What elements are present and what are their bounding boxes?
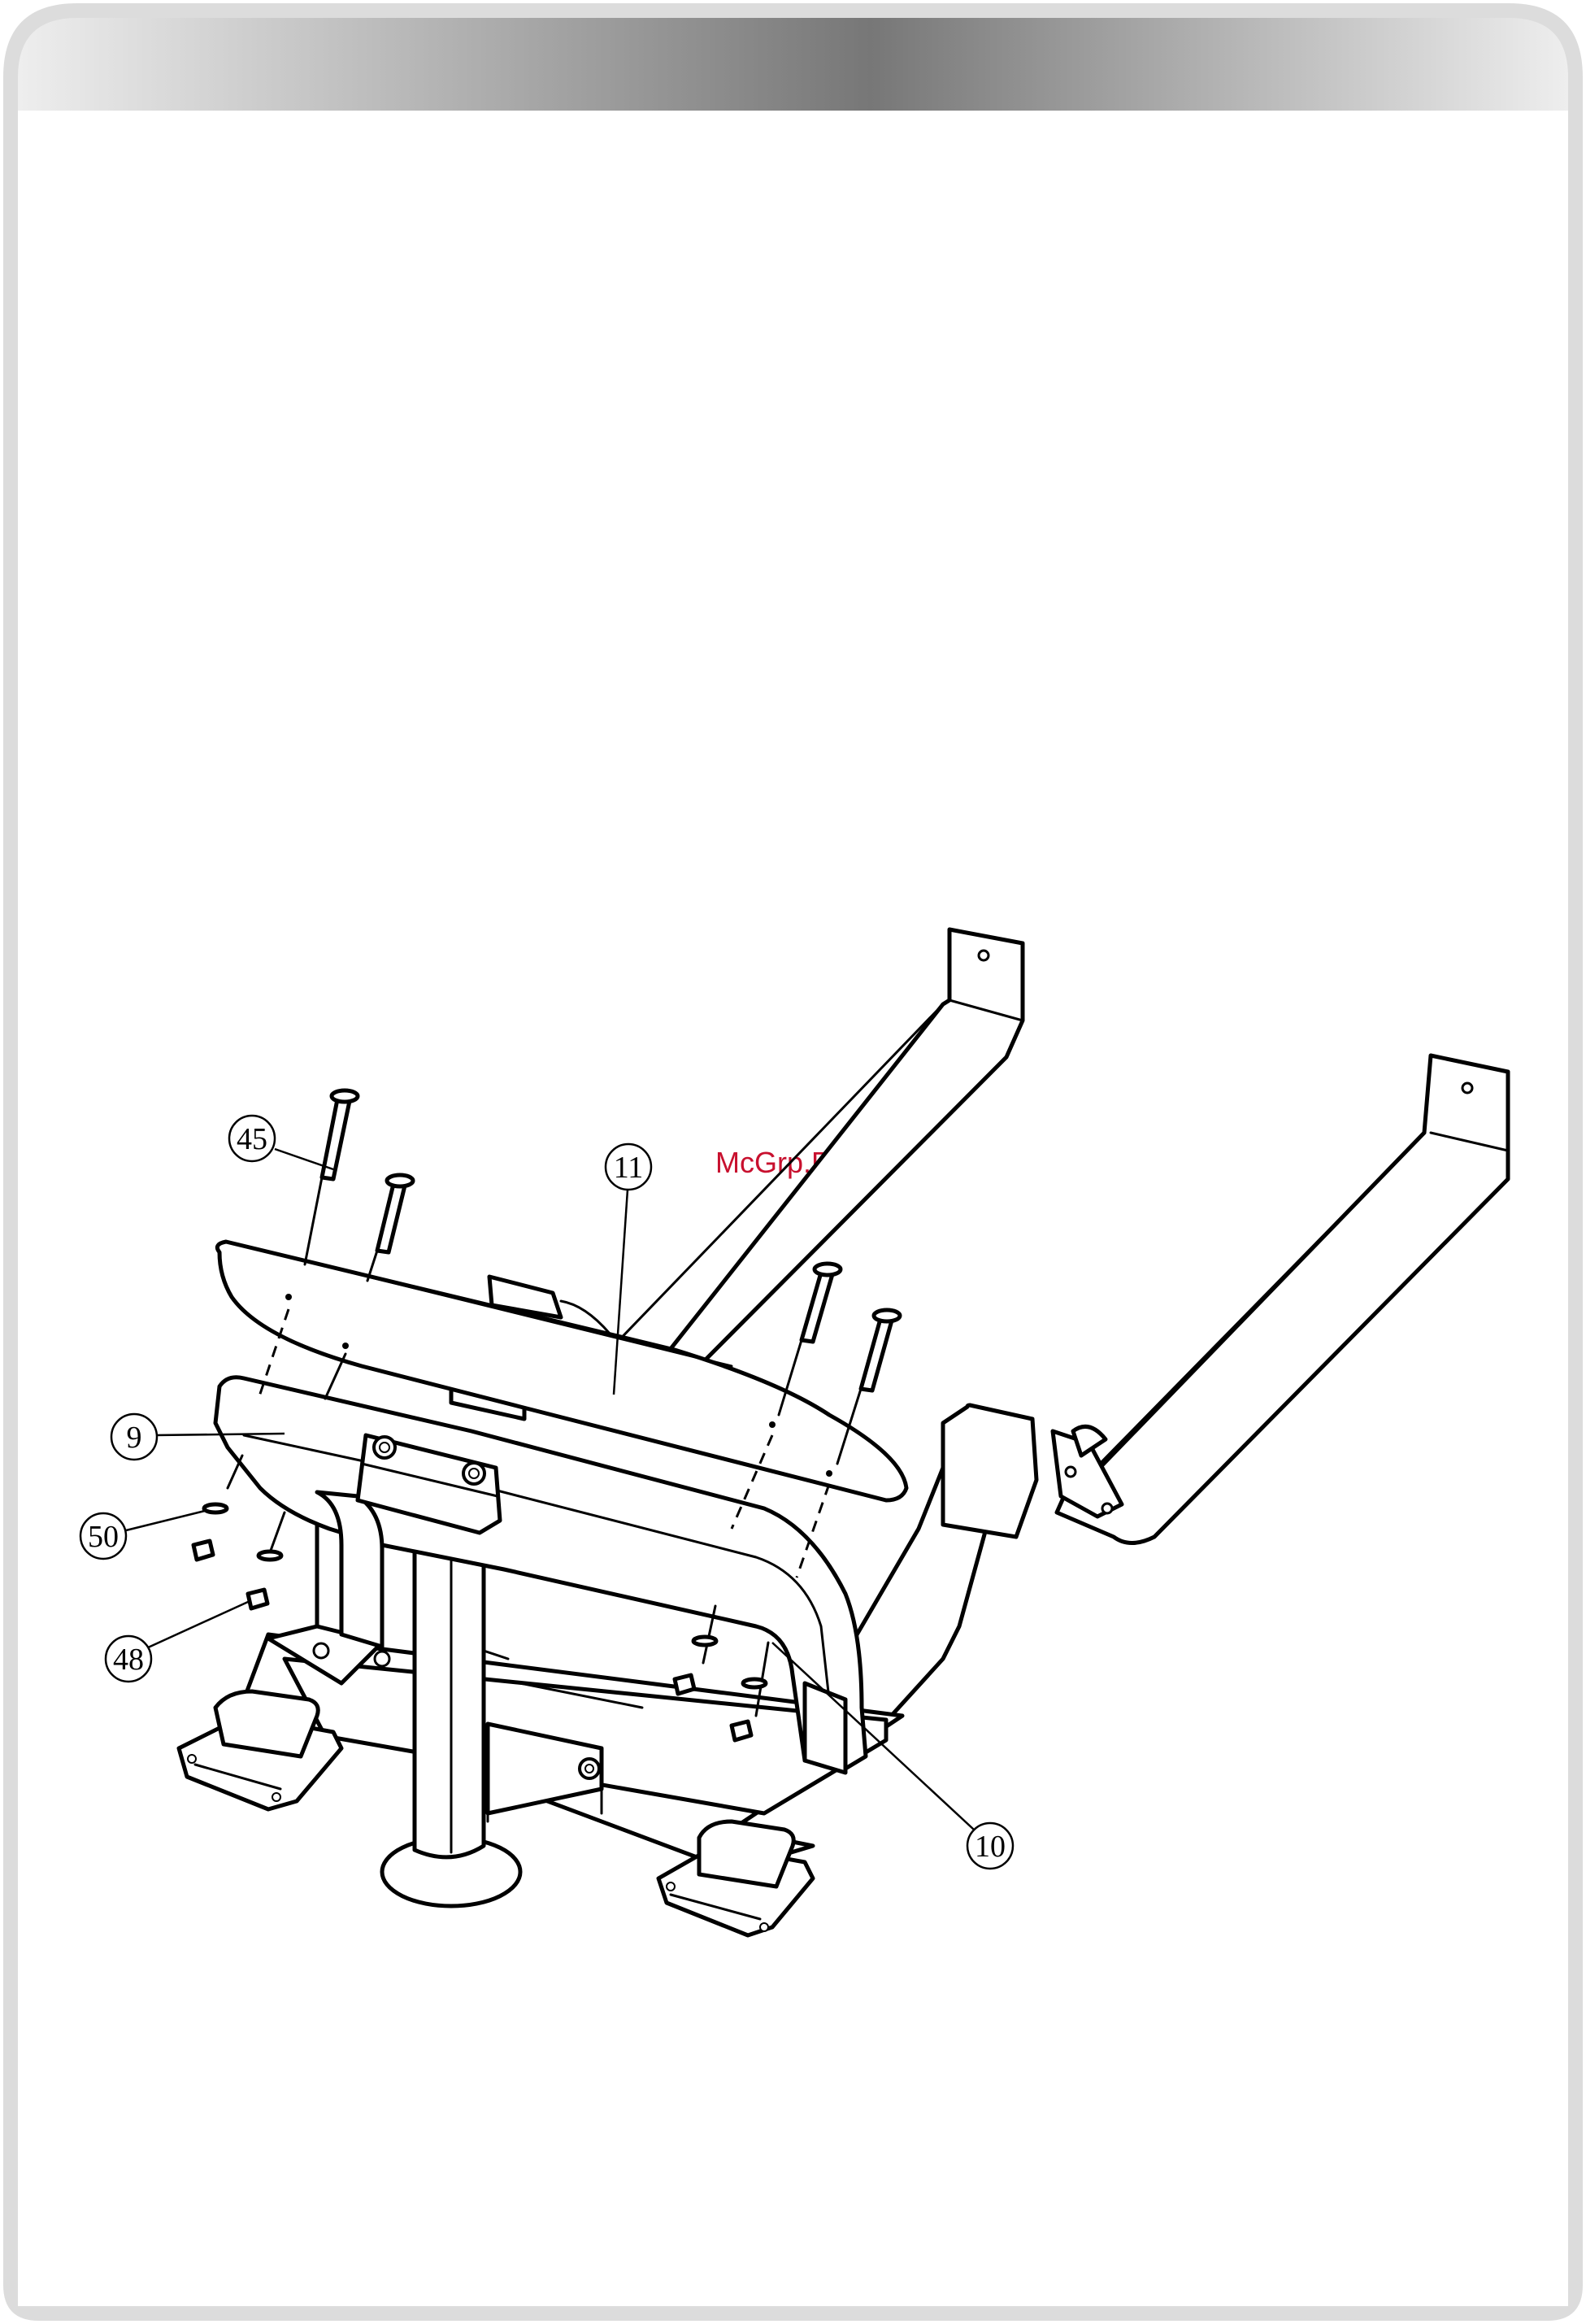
callout-label: 45 bbox=[237, 1122, 267, 1156]
callout-label: 9 bbox=[127, 1421, 142, 1455]
callout-label: 50 bbox=[88, 1520, 119, 1554]
callout-label: 10 bbox=[975, 1830, 1006, 1864]
bolt-head bbox=[585, 1765, 593, 1773]
header-bar bbox=[18, 18, 1568, 111]
callout-label: 48 bbox=[113, 1643, 144, 1677]
bolt-hole bbox=[1102, 1504, 1112, 1513]
callout-label: 11 bbox=[614, 1151, 644, 1185]
bolt-hole bbox=[1066, 1467, 1075, 1477]
bolt-hole bbox=[1462, 1083, 1472, 1093]
bolt-hole bbox=[979, 951, 989, 960]
